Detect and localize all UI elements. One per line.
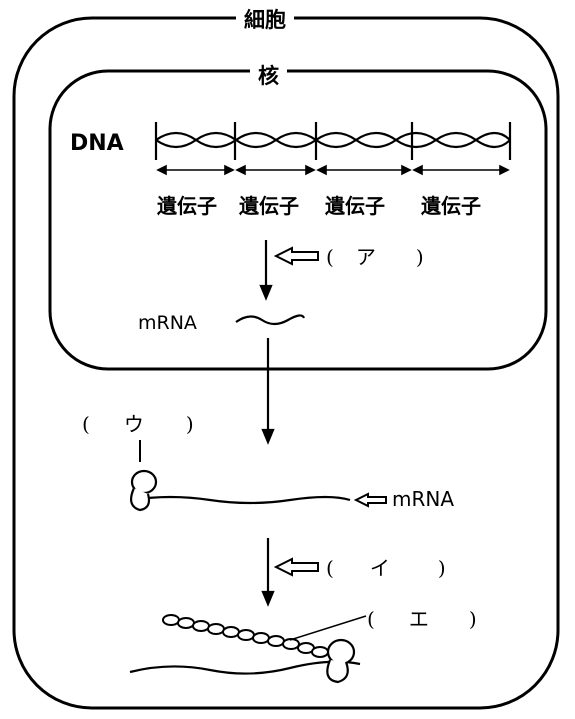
dna-helix	[155, 131, 511, 149]
blank-i-open: (	[326, 556, 334, 580]
blank-i-close: )	[437, 556, 446, 580]
blank-e-letter: エ	[408, 607, 429, 631]
blank-u-open: (	[82, 412, 90, 436]
gene-label-2: 遺伝子	[239, 194, 299, 218]
blank-a-letter: ア	[355, 245, 376, 269]
ribosome-small	[129, 469, 158, 512]
dna-label: DNA	[70, 131, 124, 156]
blank-e-open: (	[367, 607, 375, 631]
blank-e-close: )	[468, 607, 477, 631]
mrna-nucleus-label: mRNA	[138, 312, 197, 334]
blank-i-letter: イ	[369, 556, 390, 580]
mrna-cytoplasm-label: mRNA	[392, 487, 455, 511]
blank-u: ( ウ)	[82, 408, 194, 437]
gene-label-4: 遺伝子	[421, 194, 481, 218]
nucleus-label: 核	[250, 60, 287, 90]
gene-span-arrows	[156, 164, 510, 176]
blank-u-letter: ウ	[123, 412, 144, 436]
gene-label-3: 遺伝子	[325, 194, 385, 218]
polypeptide-leader-line	[289, 615, 367, 641]
mrna-nucleus-strand	[235, 314, 306, 326]
polypeptide-chain	[162, 614, 329, 658]
cell-label: 細胞	[236, 4, 294, 34]
blank-e: ( エ)	[367, 603, 477, 632]
ribosome-translating	[326, 638, 356, 684]
blank-i: ( イ)	[326, 552, 446, 581]
blank-u-close: )	[185, 412, 194, 436]
nucleus-outline	[48, 69, 548, 371]
blank-a: ( ア)	[326, 241, 424, 270]
blank-a-open: (	[326, 245, 334, 269]
mrna-cytoplasm-strand	[131, 495, 351, 505]
hollow-pointer-arrows	[273, 246, 387, 577]
mrna-translation-strand	[129, 660, 361, 675]
process-arrows	[259, 240, 275, 607]
dna-gene-boundaries	[154, 122, 512, 160]
gene-label-1: 遺伝子	[157, 194, 217, 218]
blank-a-close: )	[415, 245, 424, 269]
